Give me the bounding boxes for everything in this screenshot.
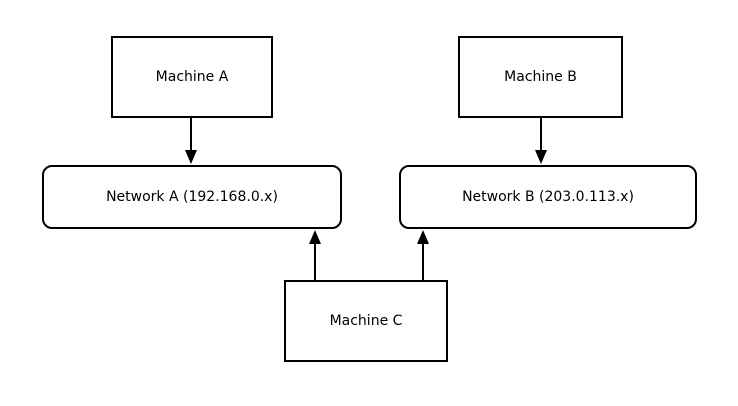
edge-machine-c-to-network-a-arrowhead-icon bbox=[309, 230, 321, 244]
node-machine-b: Machine B bbox=[458, 36, 623, 118]
node-network-a-label: Network A (192.168.0.x) bbox=[106, 189, 278, 205]
node-machine-c: Machine C bbox=[284, 280, 448, 362]
node-machine-b-label: Machine B bbox=[504, 69, 577, 85]
edge-machine-a-to-network-a-line bbox=[190, 118, 192, 152]
node-machine-c-label: Machine C bbox=[329, 313, 403, 329]
node-network-b: Network B (203.0.113.x) bbox=[399, 165, 697, 229]
edge-machine-b-to-network-b-line bbox=[540, 118, 542, 152]
node-machine-a-label: Machine A bbox=[155, 69, 229, 85]
node-machine-a: Machine A bbox=[111, 36, 273, 118]
edge-machine-c-to-network-a-line bbox=[314, 242, 316, 280]
edge-machine-a-to-network-a-arrowhead-icon bbox=[185, 150, 197, 164]
edge-machine-c-to-network-b-arrowhead-icon bbox=[417, 230, 429, 244]
node-network-b-label: Network B (203.0.113.x) bbox=[462, 189, 634, 205]
edge-machine-c-to-network-b-line bbox=[422, 242, 424, 280]
edge-machine-b-to-network-b-arrowhead-icon bbox=[535, 150, 547, 164]
node-network-a: Network A (192.168.0.x) bbox=[42, 165, 342, 229]
